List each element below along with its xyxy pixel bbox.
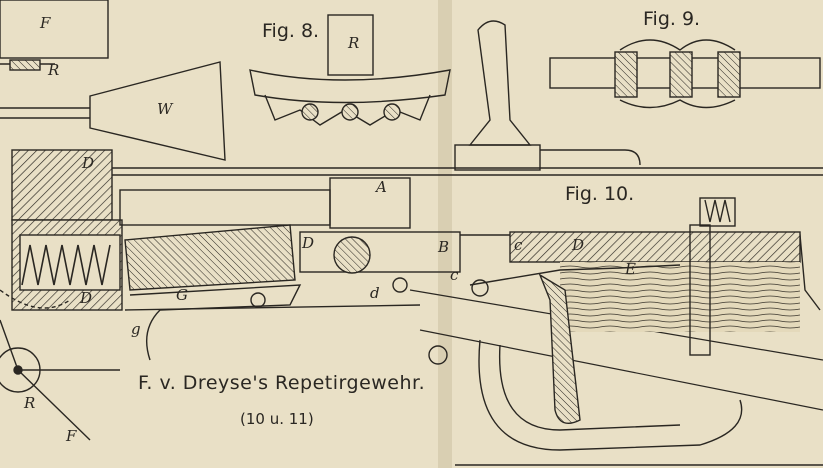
part-label-D-left: D [80, 289, 93, 307]
part-label-E: E [625, 260, 636, 278]
part-label-W: W [157, 100, 173, 118]
part-label-F-bottom: F [66, 427, 77, 445]
part-label-B: B [438, 238, 450, 256]
fig10-stock [250, 197, 823, 451]
fig8-drawing [249, 14, 451, 126]
wheel-R [0, 289, 120, 441]
part-label-D-right: D [572, 236, 585, 254]
bolt-handle [454, 20, 641, 171]
cartridge-carrier [124, 224, 461, 361]
part-label-c-lower: c [450, 266, 459, 284]
part-label-c-upper: c [514, 236, 523, 254]
part-label-F-top: F [40, 14, 51, 32]
part-label-A: A [376, 178, 387, 196]
receiver-body [11, 149, 823, 311]
part-label-R-fig8: R [348, 34, 360, 52]
fig8-label: Fig. 8. [262, 20, 320, 42]
fig9-label: Fig. 9. [643, 8, 701, 30]
part-label-D-center: D [302, 234, 315, 252]
caption-title: F. v. Dreyse's Repetirgewehr. [138, 372, 426, 394]
part-label-g: g [131, 320, 141, 338]
part-label-R-wheel: R [24, 394, 36, 412]
blade-W [0, 61, 226, 161]
caption-subtitle: (10 u. 11) [240, 410, 314, 428]
part-label-d: d [370, 284, 380, 302]
part-label-G: G [176, 286, 188, 304]
part-label-D-top: D [82, 154, 95, 172]
part-label-R-top: R [48, 61, 60, 79]
top-left-box [0, 0, 109, 71]
fig9-drawing [549, 39, 821, 109]
page-fold-shadow [438, 0, 452, 468]
fig10-label: Fig. 10. [565, 183, 635, 205]
